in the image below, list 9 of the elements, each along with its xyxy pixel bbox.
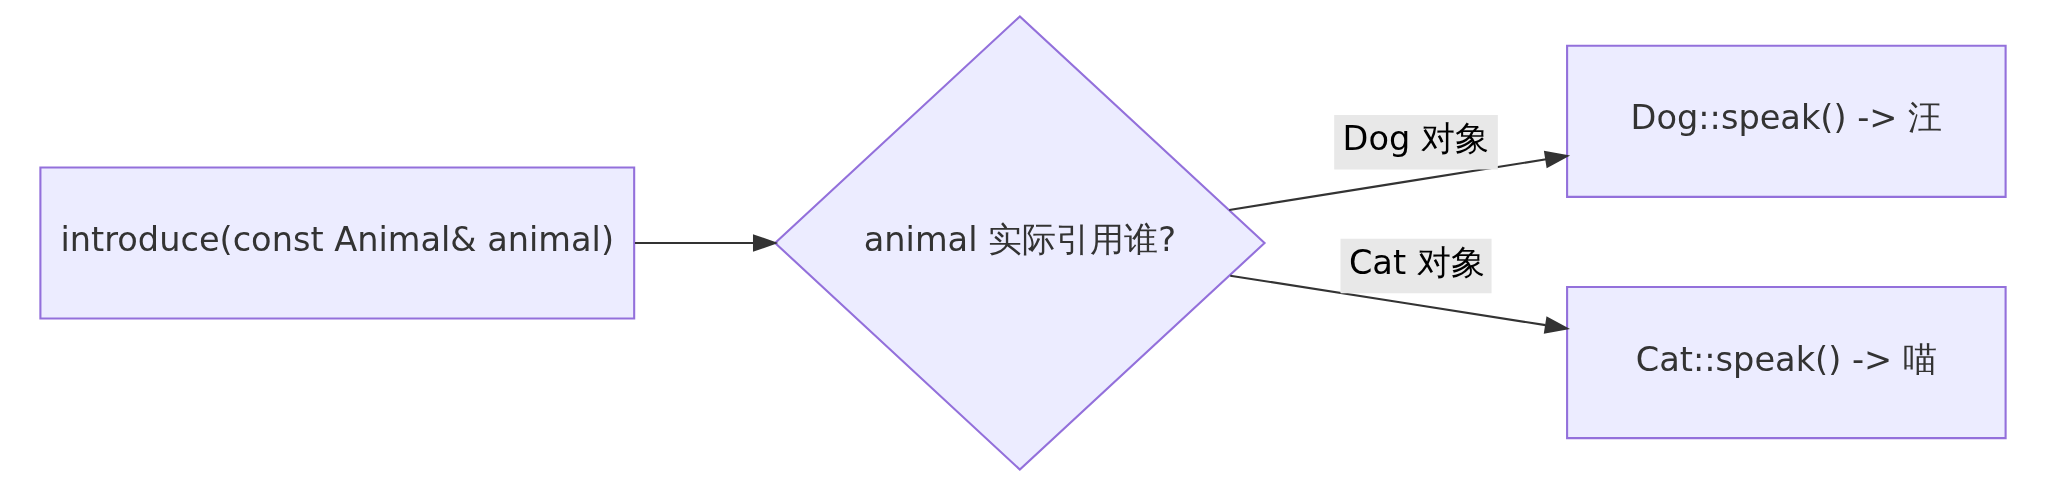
node-box: Cat::speak() -> 喵 [1566,286,2007,440]
node-box: introduce(const Animal& animal) [39,166,636,320]
arrow [634,234,779,252]
arrow [1229,150,1571,211]
node-diamond: animal 实际引用谁? [773,14,1267,472]
edge-label: Cat 对象 [1348,243,1485,283]
arrow [1230,274,1571,334]
edge-label: Dog 对象 [1342,119,1489,159]
node-box: Dog::speak() -> 汪 [1566,44,2007,198]
